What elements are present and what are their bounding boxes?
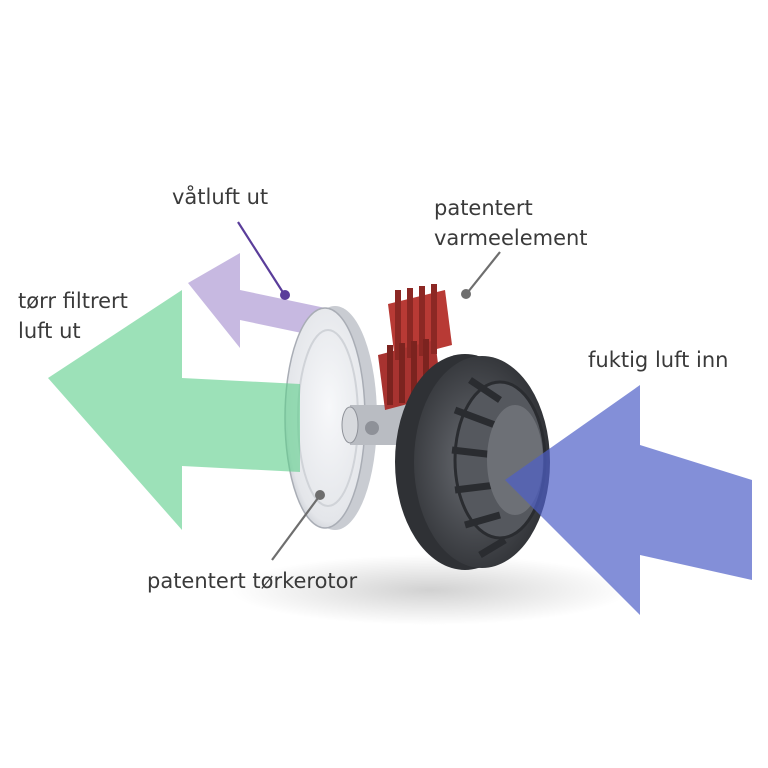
rotor-leader-line <box>271 497 319 561</box>
humid-air-in-text: fuktig luft inn <box>588 348 729 372</box>
heater-leader-dot <box>461 289 471 299</box>
drying-rotor <box>284 306 377 530</box>
dry-air-out-arrow <box>48 290 300 530</box>
rotor-leader-dot <box>315 490 325 500</box>
wet-air-leader-line <box>237 221 285 295</box>
wet-air-out-text: våtluft ut <box>172 185 269 209</box>
ground-shadow <box>230 555 630 625</box>
rotor-label: patentert tørkerotor <box>147 566 357 596</box>
heater-leader-line <box>467 251 501 293</box>
humid-air-in-label: fuktig luft inn <box>588 345 728 375</box>
rotor-text: patentert tørkerotor <box>147 569 358 593</box>
dry-air-out-line2: luft ut <box>18 319 81 343</box>
humid-air-in-arrow <box>505 385 752 615</box>
heater-label: patentert varmeelement <box>434 193 588 253</box>
wet-air-out-arrow <box>188 253 335 348</box>
fan-impeller <box>395 354 550 570</box>
heater-label-line2: varmeelement <box>434 226 588 250</box>
dry-air-out-line1: tørr filtrert <box>18 289 128 313</box>
heating-element <box>378 284 452 410</box>
dry-air-out-label: tørr filtrert luft ut <box>18 286 128 346</box>
heater-label-line1: patentert <box>434 196 533 220</box>
wet-air-out-label: våtluft ut <box>172 182 268 212</box>
wet-air-leader-dot <box>280 290 290 300</box>
